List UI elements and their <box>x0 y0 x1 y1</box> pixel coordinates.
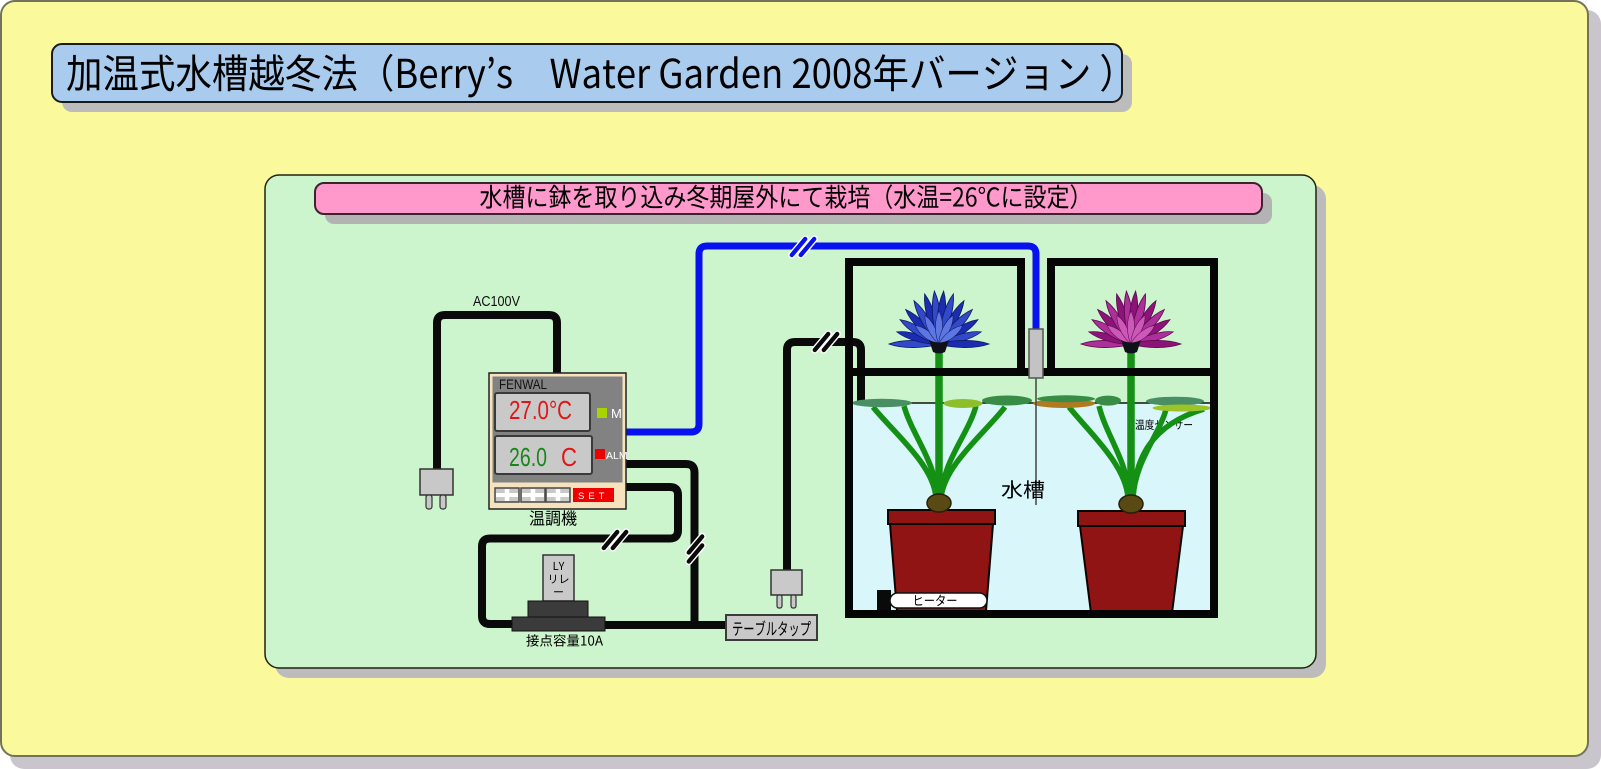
svg-text:27.0°C: 27.0°C <box>509 395 572 425</box>
svg-text:C: C <box>561 442 577 472</box>
svg-text:ALM: ALM <box>606 450 628 462</box>
svg-text:FENWAL: FENWAL <box>499 377 547 392</box>
svg-text:26.0: 26.0 <box>509 442 547 472</box>
svg-text:M: M <box>611 406 622 421</box>
svg-text:SET: SET <box>578 491 608 502</box>
svg-text:AC100V: AC100V <box>473 293 520 310</box>
